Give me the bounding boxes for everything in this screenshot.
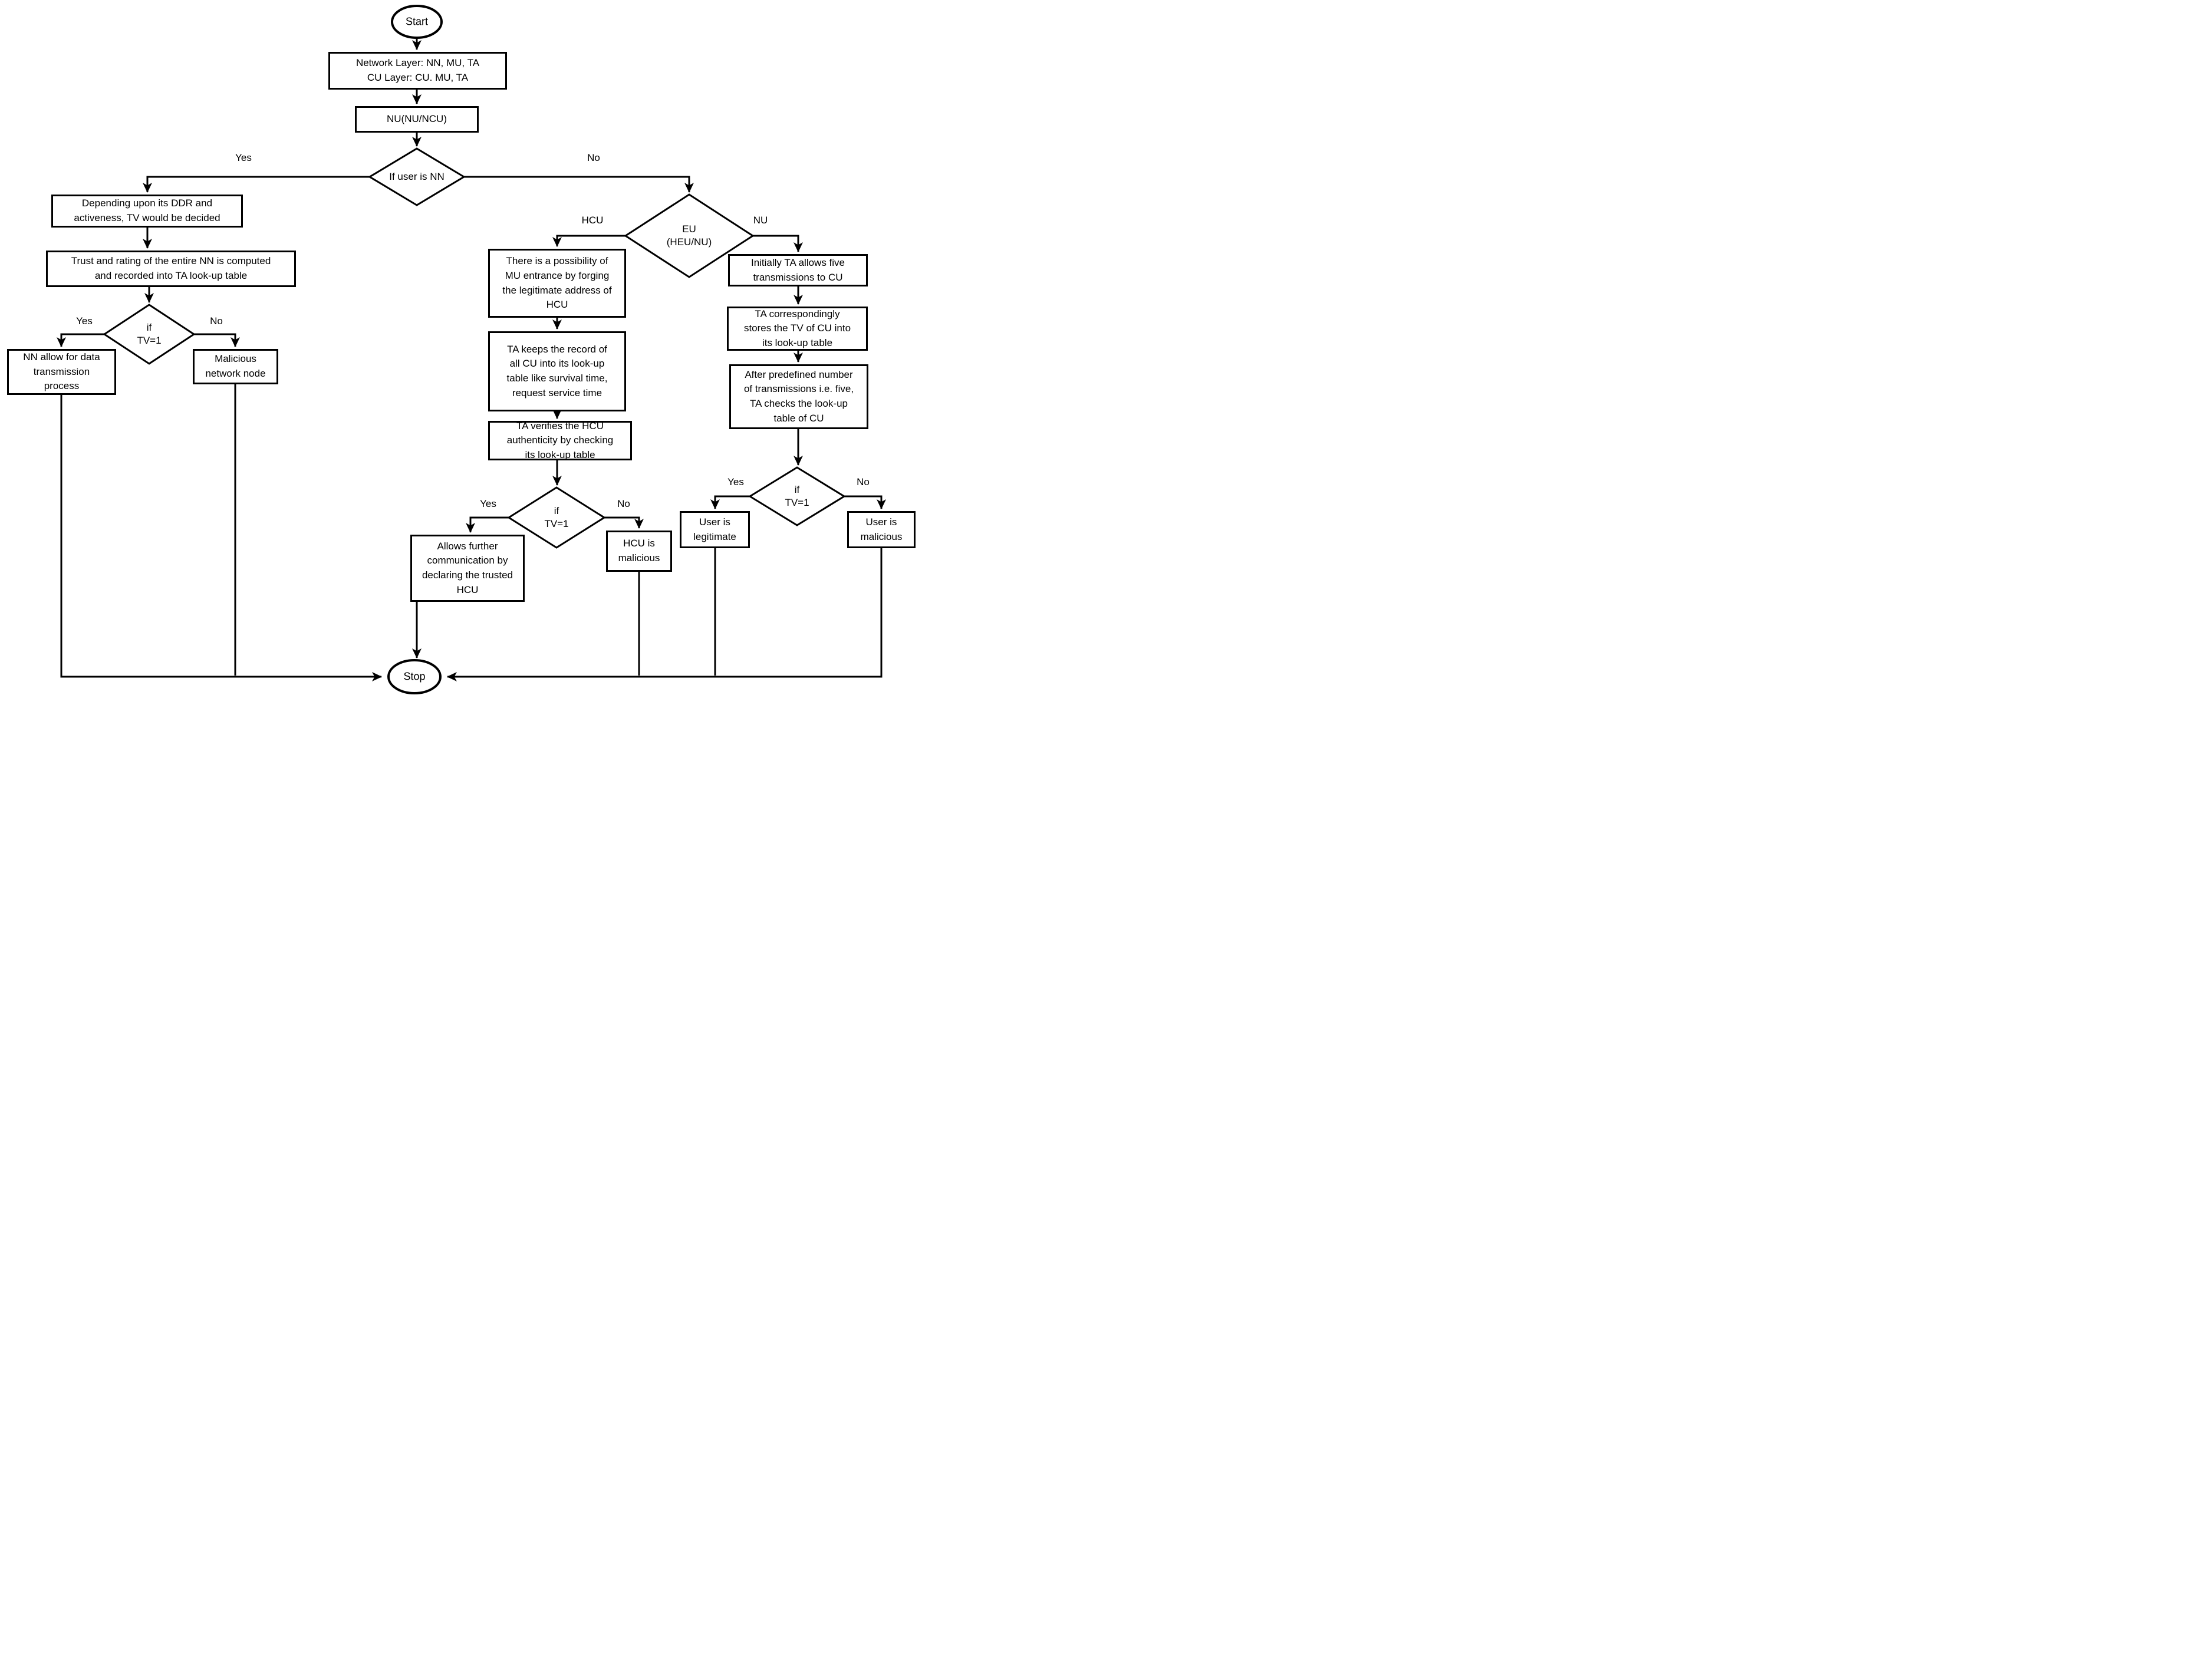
- decision-if-user-nn-diamond: [368, 147, 466, 206]
- process-nu-nu-ncu: NU(NU/NCU): [355, 106, 479, 133]
- process-user-is-malicious: User is malicious: [847, 511, 916, 548]
- flowchart-canvas: Start Stop Network Layer: NN, MU, TA CU …: [0, 0, 920, 700]
- edge-label-nu: NU: [753, 215, 768, 226]
- process-malicious-network-node: Malicious network node: [193, 349, 278, 384]
- decision-if-tv1-left-label: if TV=1: [137, 321, 162, 346]
- edge-right-no-to-user-malicious: [844, 495, 886, 509]
- edge-label-user-yes: Yes: [235, 152, 252, 163]
- decision-eu-diamond: [624, 193, 755, 278]
- flowchart-connectors: [57, 5, 886, 694]
- edge-eu-hcu-to-possibility: [552, 235, 625, 247]
- process-after-predefined-transmissions: After predefined number of transmissions…: [729, 364, 868, 429]
- edge-left-no-to-malicious-node: [194, 333, 240, 347]
- edge-mid-yes-to-allows-further: [466, 516, 509, 533]
- process-initially-ta-allows: Initially TA allows five transmissions t…: [728, 254, 868, 286]
- edge-label-left-yes: Yes: [76, 315, 93, 327]
- edge-label-hcu: HCU: [581, 215, 604, 226]
- decision-eu-label: EU (HEU/NU): [666, 223, 712, 248]
- edge-label-left-no: No: [210, 315, 223, 327]
- process-nn-allow: NN allow for data transmission process: [7, 349, 116, 395]
- process-trust-rating: Trust and rating of the entire NN is com…: [46, 251, 296, 287]
- process-allows-further-communication: Allows further communication by declarin…: [410, 535, 525, 602]
- process-depending-ddr: Depending upon its DDR and activeness, T…: [51, 195, 243, 228]
- edge-eu-nu-to-initially: [753, 235, 803, 252]
- edge-right-yes-to-user-legitimate: [710, 495, 750, 509]
- process-hcu-is-malicious: HCU is malicious: [606, 531, 672, 572]
- edge-if-user-no-to-eu: [464, 176, 694, 193]
- edge-left-yes-to-nn-allow: [57, 333, 104, 347]
- stop-terminator-oval: [387, 659, 442, 694]
- start-terminator-oval: [391, 5, 443, 39]
- edge-label-mid-yes: Yes: [480, 498, 496, 509]
- edge-if-user-yes-to-depending: [143, 176, 370, 193]
- decision-if-tv1-mid-label: if TV=1: [544, 505, 569, 529]
- decision-if-tv1-left-diamond: [103, 304, 196, 365]
- decision-if-user-nn-label: If user is NN: [389, 170, 445, 182]
- process-ta-verifies-hcu: TA verifies the HCU authenticity by chec…: [488, 420, 632, 460]
- decision-if-tv1-right-label: if TV=1: [785, 483, 809, 508]
- stop-label: Stop: [403, 670, 426, 683]
- edge-user-malicious-to-stop: [447, 548, 883, 681]
- process-network-cu-layers: Network Layer: NN, MU, TA CU Layer: CU. …: [328, 52, 507, 90]
- process-user-is-legitimate: User is legitimate: [680, 511, 750, 548]
- process-ta-keeps-record: TA keeps the record of all CU into its l…: [488, 331, 626, 411]
- edge-label-right-no: No: [857, 476, 870, 487]
- edge-label-right-yes: Yes: [727, 476, 744, 487]
- edge-nn-allow-to-stop: [60, 395, 382, 681]
- process-ta-stores-tv: TA correspondingly stores the TV of CU i…: [727, 307, 868, 351]
- start-label: Start: [405, 15, 429, 28]
- edge-mid-no-to-hcu-malicious: [604, 516, 644, 529]
- edge-label-user-no: No: [587, 152, 600, 163]
- decision-if-tv1-mid-diamond: [507, 486, 606, 549]
- decision-if-tv1-right-diamond: [748, 466, 846, 526]
- edge-label-mid-no: No: [617, 498, 630, 509]
- process-mu-entrance-possibility: There is a possibility of MU entrance by…: [488, 249, 626, 318]
